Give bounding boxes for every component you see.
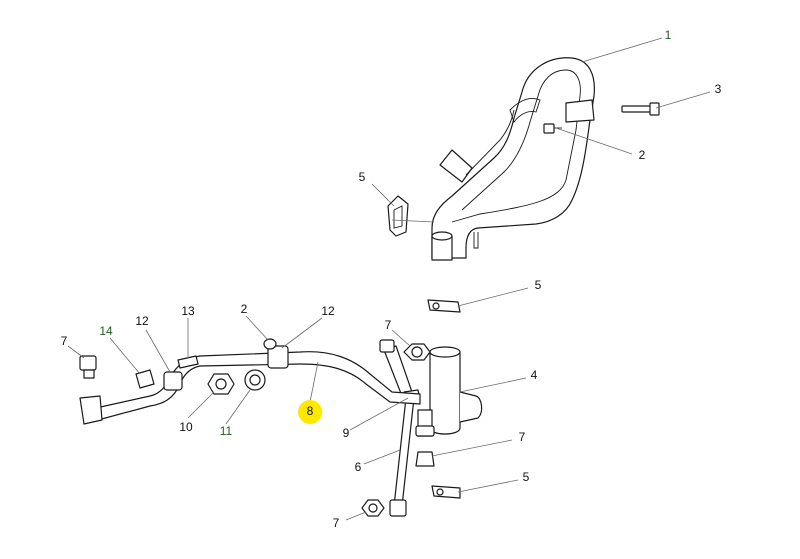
callout-10[interactable]: 10 [179, 420, 193, 434]
callout-12-right[interactable]: 12 [321, 304, 335, 318]
cap-part-14[interactable] [135, 369, 155, 389]
callout-5-middle[interactable]: 5 [535, 278, 542, 292]
callout-7-bottom[interactable]: 7 [333, 516, 340, 530]
bolt-part-3[interactable] [621, 102, 660, 116]
callout-5-upper[interactable]: 5 [359, 170, 366, 184]
upper-hose-part-1[interactable] [431, 57, 595, 261]
leader-lines [67, 37, 711, 521]
callout-4[interactable]: 4 [531, 368, 538, 382]
callout-9[interactable]: 9 [343, 426, 350, 440]
callout-3[interactable]: 3 [715, 82, 722, 96]
nut-part-7-middle[interactable] [403, 343, 431, 361]
callout-8[interactable]: 8 [307, 404, 314, 418]
pipe-part-8[interactable] [79, 345, 421, 425]
screw-part-2-upper[interactable] [543, 123, 562, 134]
callout-2-left[interactable]: 2 [241, 302, 248, 316]
pipe-part-4[interactable] [417, 346, 483, 437]
highlight-marker [298, 400, 322, 424]
callouts: 1 3 2 5 5 4 7 7 5 7 6 9 8 7 14 12 13 2 1… [61, 28, 722, 530]
callout-7-left[interactable]: 7 [61, 334, 68, 348]
washer-part-2-left[interactable] [263, 338, 277, 350]
callout-7-middle[interactable]: 7 [385, 318, 392, 332]
callout-6[interactable]: 6 [355, 460, 362, 474]
clip-part-5-middle[interactable] [427, 299, 461, 313]
callout-13[interactable]: 13 [181, 304, 195, 318]
fitting-part-7-left[interactable] [79, 355, 97, 379]
hose-part-6[interactable] [379, 339, 415, 517]
clip-part-5-low[interactable] [431, 485, 461, 499]
nut-part-10[interactable] [207, 373, 235, 395]
callout-2-top[interactable]: 2 [639, 148, 646, 162]
callout-12-left[interactable]: 12 [135, 314, 149, 328]
bolt-part-13[interactable] [177, 355, 199, 369]
callout-1[interactable]: 1 [665, 28, 672, 42]
nut-part-7-bottom[interactable] [361, 499, 385, 517]
callout-11[interactable]: 11 [220, 424, 233, 438]
callout-7-right[interactable]: 7 [519, 430, 526, 444]
washer-part-11[interactable] [244, 369, 266, 391]
callout-14[interactable]: 14 [99, 324, 113, 338]
callout-5-low[interactable]: 5 [523, 470, 530, 484]
clip-part-5-upper[interactable] [387, 195, 409, 237]
fitting-part-7-right[interactable] [415, 425, 435, 467]
